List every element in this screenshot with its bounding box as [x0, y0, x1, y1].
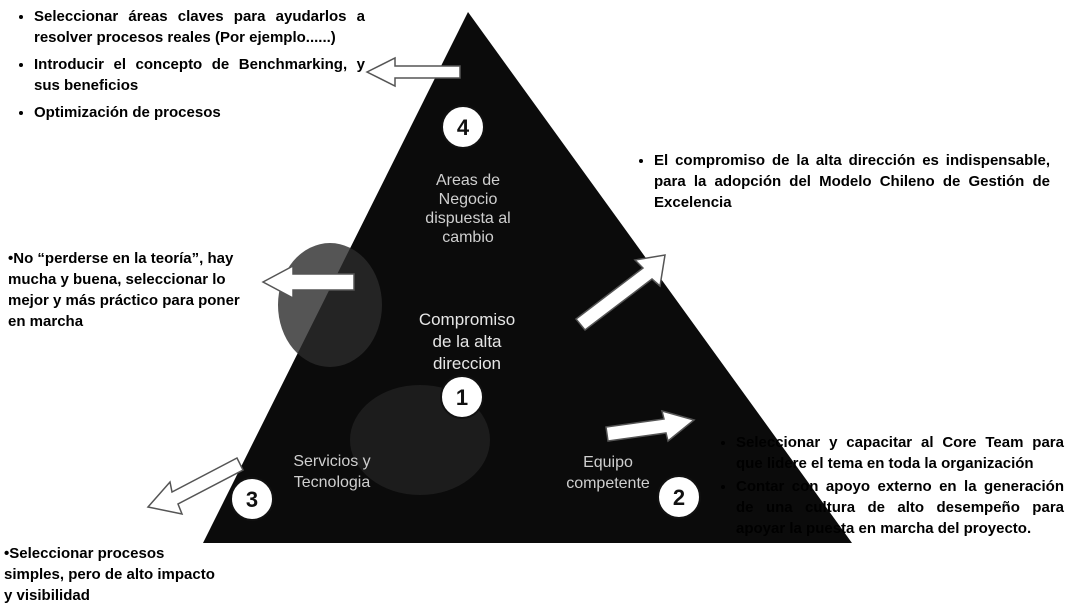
arrow-to-bottom-right	[605, 409, 696, 443]
level-2-label-line: competente	[566, 475, 650, 492]
top-left-bullet: Seleccionar áreas claves para ayudarlos …	[34, 6, 365, 48]
bottom-right-bullet: Seleccionar y capacitar al Core Team par…	[736, 432, 1064, 474]
level-4-label-line: cambio	[442, 229, 494, 246]
level-2-badge	[657, 475, 701, 519]
top-right-bullet: El compromiso de la alta dirección es in…	[654, 150, 1050, 213]
level-3-badge	[230, 477, 274, 521]
level-1-label-line: direccion	[433, 354, 501, 373]
level-4-number: 4	[457, 115, 470, 140]
level-4-label-line: Areas de	[436, 172, 500, 189]
level-1-badge	[440, 375, 484, 419]
arrow-to-top-left	[365, 56, 461, 88]
top-left-bullet: Introducir el concepto de Benchmarking, …	[34, 54, 365, 96]
level-1-label-line: Compromiso	[419, 310, 515, 329]
arrow-to-top-right	[574, 254, 666, 332]
level-4-label-line: dispuesta al	[425, 210, 510, 227]
middle-left-note: •No “perderse en la teoría”, hay mucha y…	[8, 250, 240, 330]
bottom-left-note: •Seleccionar procesos simples, pero de a…	[4, 545, 215, 604]
level-2-label-line: Equipo	[583, 454, 633, 471]
level-3-label-line: Tecnologia	[294, 474, 371, 491]
level-3-label-line: Servicios y	[293, 453, 370, 470]
bottom-right-bullet: Contar con apoyo externo en la generació…	[736, 476, 1064, 539]
pyramid-texture	[278, 243, 382, 367]
bottom-right-notes: Seleccionar y capacitar al Core Team par…	[712, 432, 1064, 545]
top-left-notes: Seleccionar áreas claves para ayudarlos …	[0, 6, 365, 129]
level-1-number: 1	[456, 385, 468, 410]
arrow-to-bottom-left	[146, 456, 245, 516]
level-4-label-line: Negocio	[439, 191, 498, 208]
top-left-bullet: Optimización de procesos	[34, 102, 365, 123]
level-3-number: 3	[246, 487, 258, 512]
level-1-label-line: de la alta	[433, 332, 503, 351]
top-right-notes: El compromiso de la alta dirección es in…	[620, 150, 1050, 219]
level-4-badge	[441, 105, 485, 149]
arrow-to-middle-left	[261, 264, 355, 300]
level-2-number: 2	[673, 485, 685, 510]
